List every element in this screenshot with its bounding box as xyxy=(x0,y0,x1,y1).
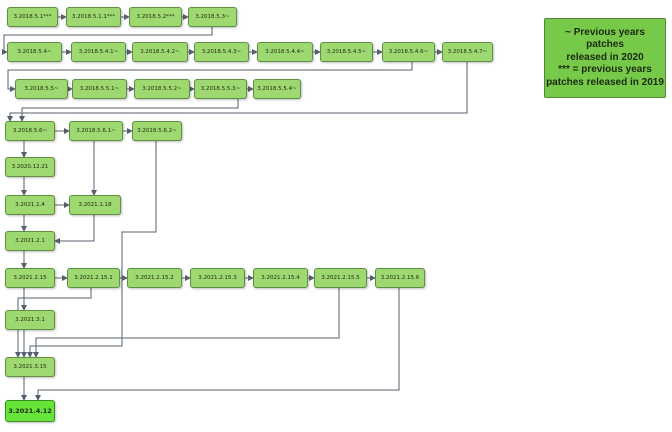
patch-node-n5-5-4[interactable]: 3.2018.5.5.4~ xyxy=(253,79,301,99)
patch-node-label: 3.2018.5.2*** xyxy=(136,14,175,20)
patch-node-n5-5-2[interactable]: 3.2018.5.5.2~ xyxy=(134,79,190,99)
patch-node-label: 3.2018.5.4.3~ xyxy=(201,49,242,55)
patch-node-label: 3.2018.5.6.1~ xyxy=(76,128,116,134)
patch-node-n5-1[interactable]: 3.2018.5.1*** xyxy=(7,7,58,27)
connector-arrow xyxy=(35,288,400,401)
patch-node-label: 3.2020.12.21 xyxy=(11,164,49,170)
patch-node-label: 3.2021.1.4 xyxy=(15,202,45,208)
patch-node-n5-2[interactable]: 3.2018.5.2*** xyxy=(129,7,182,27)
patch-node-label: 3.2018.5.5.4~ xyxy=(257,86,297,92)
patch-node-n20-12-21[interactable]: 3.2020.12.21 xyxy=(5,157,55,177)
patch-node-label: 3.2018.5.4.5~ xyxy=(326,49,367,55)
patch-node-n5-6-2[interactable]: 3.2018.5.6.2~ xyxy=(132,121,182,141)
patch-node-label: 3.2018.5.5.1~ xyxy=(79,86,120,92)
patch-node-label: 3.2018.5.4.7~ xyxy=(447,49,488,55)
patch-node-n5-5-1[interactable]: 3.2018.5.5.1~ xyxy=(72,79,127,99)
patch-node-n21-1-18[interactable]: 3.2021.1.18 xyxy=(69,195,121,215)
patch-node-label: 3.2021.2.15.3 xyxy=(198,275,237,281)
legend-line: *** = previous years xyxy=(558,64,652,76)
patch-node-n21-3-15[interactable]: 3.2021.3.15 xyxy=(5,357,55,377)
patch-node-label: 3.2021.3.15 xyxy=(13,364,47,370)
patch-node-n5-6-1[interactable]: 3.2018.5.6.1~ xyxy=(69,121,123,141)
patch-node-n21-2-15-5[interactable]: 3.2021.2.15.5 xyxy=(314,268,367,288)
patch-node-n5-4-4[interactable]: 3.2018.5.4.4~ xyxy=(257,42,313,62)
patch-node-n21-2-1[interactable]: 3.2021.2.1 xyxy=(5,231,55,251)
patch-node-n21-2-15[interactable]: 3.2021.2.15 xyxy=(5,268,55,288)
connector-arrow xyxy=(7,62,413,92)
patch-node-label: 3.2021.2.15.6 xyxy=(380,275,420,281)
patch-node-label: 3.2021.4.12 xyxy=(8,407,52,415)
patch-node-n5-4-7[interactable]: 3.2018.5.4.7~ xyxy=(442,42,493,62)
patch-node-label: 3.2018.5.4.6~ xyxy=(388,49,429,55)
patch-node-n21-2-15-4[interactable]: 3.2021.2.15.4 xyxy=(253,268,308,288)
patch-node-label: 3.2018.5.4.4~ xyxy=(265,49,305,55)
patch-node-label: 3.2021.2.15 xyxy=(13,275,47,281)
patch-node-n5-4-1[interactable]: 3.2018.5.4.1~ xyxy=(71,42,126,62)
patch-node-n5-1-1[interactable]: 3.2018.5.1.1*** xyxy=(66,7,121,27)
connector-arrow xyxy=(7,62,468,122)
patch-node-label: 3.2021.2.15.5 xyxy=(321,275,360,281)
patch-node-n5-4[interactable]: 3.2018.5.4~ xyxy=(7,42,62,62)
patch-node-n21-3-1[interactable]: 3.2021.3.1 xyxy=(5,310,55,330)
connector-arrow xyxy=(27,141,157,358)
legend-line: patches released in 2019 xyxy=(546,76,664,88)
patch-node-label: 3.2021.2.15.2 xyxy=(135,275,174,281)
patch-node-n21-1-4[interactable]: 3.2021.1.4 xyxy=(5,195,55,215)
legend-line: released in 2020 xyxy=(566,51,644,63)
patch-node-n5-4-5[interactable]: 3.2018.5.4.5~ xyxy=(320,42,373,62)
patch-node-label: 3.2018.5.6.2~ xyxy=(137,128,177,134)
patch-node-n21-2-15-1[interactable]: 3.2021.2.15.1 xyxy=(67,268,120,288)
patch-node-label: 3.2018.5.5.3~ xyxy=(200,86,241,92)
patch-node-n5-3[interactable]: 3.2018.5.3~ xyxy=(188,7,237,27)
patch-node-n5-4-2[interactable]: 3.2018.5.4.2~ xyxy=(132,42,188,62)
connector-arrow xyxy=(33,288,340,358)
patch-node-label: 3.2018.5.4~ xyxy=(17,49,52,55)
patch-node-n21-4-12[interactable]: 3.2021.4.12 xyxy=(5,400,55,422)
patch-node-n21-2-15-2[interactable]: 3.2021.2.15.2 xyxy=(127,268,182,288)
patch-node-label: 3.2018.5.1.1*** xyxy=(71,14,116,20)
connector-arrow xyxy=(54,215,95,244)
patch-node-label: 3.2021.2.1 xyxy=(15,238,45,244)
patch-node-label: 3.2018.5.5.2~ xyxy=(142,86,182,92)
patch-node-label: 3.2018.5.5~ xyxy=(24,86,59,92)
patch-node-label: 3.2021.1.18 xyxy=(78,202,112,208)
patch-node-n5-5-3[interactable]: 3.2018.5.5.3~ xyxy=(194,79,247,99)
patch-node-n21-2-15-3[interactable]: 3.2021.2.15.3 xyxy=(190,268,245,288)
connector-arrow xyxy=(2,27,213,55)
patch-node-label: 3.2018.5.4.2~ xyxy=(140,49,180,55)
patch-node-label: 3.2021.3.1 xyxy=(15,317,45,323)
connector-arrow xyxy=(19,99,239,122)
patch-node-label: 3.2018.5.3~ xyxy=(195,14,230,20)
patch-node-label: 3.2018.5.4.1~ xyxy=(78,49,119,55)
patch-node-label: 3.2018.5.6~ xyxy=(12,128,48,134)
patch-node-label: 3.2021.2.15.1 xyxy=(74,275,113,281)
legend-line: ~ Previous years patches xyxy=(565,26,645,51)
legend-box: ~ Previous years patches released in 202… xyxy=(544,18,666,98)
patch-node-n5-5[interactable]: 3.2018.5.5~ xyxy=(15,79,68,99)
patch-node-n21-2-15-6[interactable]: 3.2021.2.15.6 xyxy=(375,268,425,288)
patch-node-n5-4-3[interactable]: 3.2018.5.4.3~ xyxy=(194,42,249,62)
patch-node-n5-6[interactable]: 3.2018.5.6~ xyxy=(5,121,55,141)
patch-node-n5-4-6[interactable]: 3.2018.5.4.6~ xyxy=(382,42,435,62)
patch-node-label: 3.2018.5.1*** xyxy=(13,14,52,20)
patch-node-label: 3.2021.2.15.4 xyxy=(261,275,300,281)
